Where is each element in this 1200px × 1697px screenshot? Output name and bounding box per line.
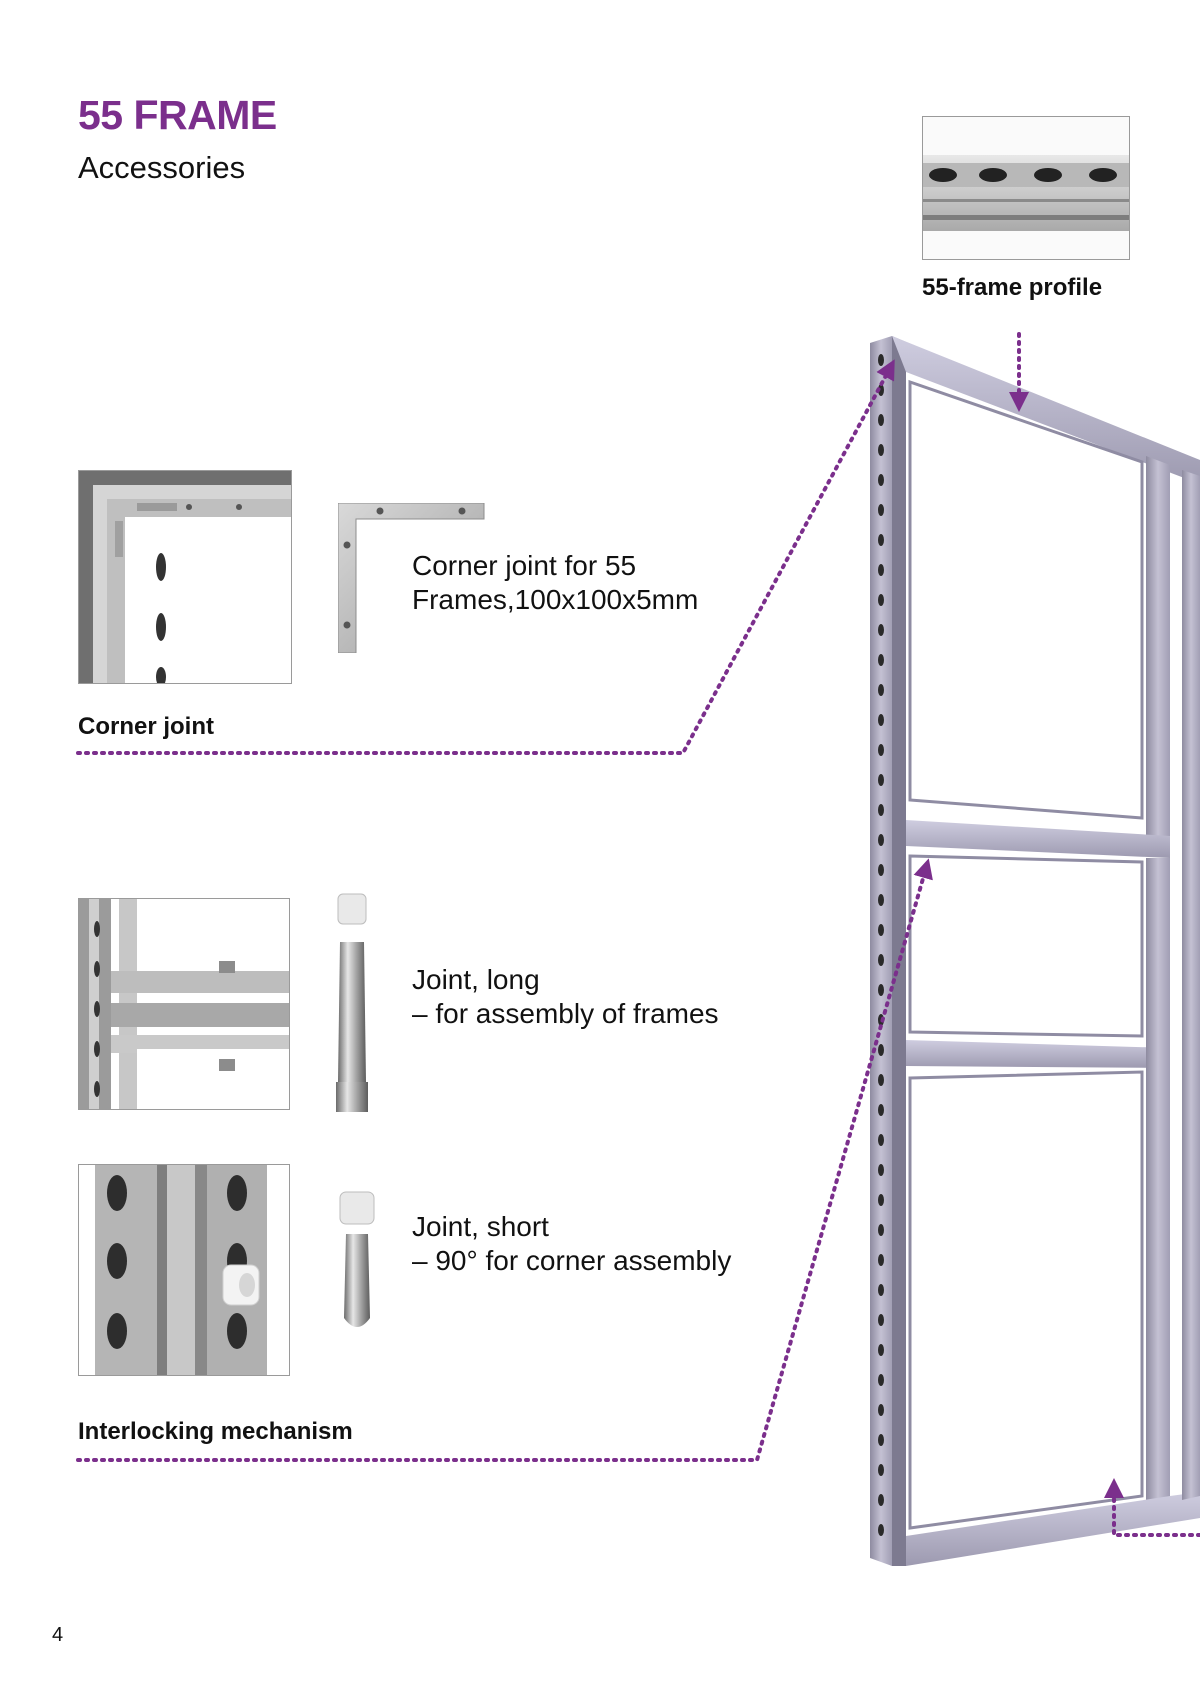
corner-joint-photo [78, 470, 292, 684]
frame-right-post-upper [1146, 456, 1170, 840]
frame-middle-rail-2 [906, 1040, 1170, 1068]
leader-interlocking [76, 858, 933, 1462]
long-joint-part [330, 892, 374, 1114]
short-joint-line1: Joint, short [412, 1211, 549, 1242]
long-joint-line1: Joint, long [412, 964, 540, 995]
short-joint-line2: – 90° for corner assembly [412, 1245, 732, 1276]
leader-corner-joint [76, 359, 895, 755]
frame-right-post-lower [1146, 858, 1170, 1526]
corner-joint-desc-line2: Frames,100x100x5mm [412, 584, 699, 615]
page-subtitle: Accessories [78, 150, 246, 185]
short-joint-description: Joint, short – 90° for corner assembly [412, 1210, 731, 1278]
short-joint-part [334, 1190, 380, 1338]
corner-joint-part [338, 503, 486, 653]
corner-joint-caption: Corner joint [78, 713, 214, 740]
frame-next-post [1182, 470, 1200, 1500]
page-number: 4 [52, 1624, 64, 1646]
long-joint-line2: – for assembly of frames [412, 998, 719, 1029]
long-joint-description: Joint, long – for assembly of frames [412, 963, 719, 1031]
page-title: 55 FRAME [78, 92, 277, 138]
post-holes [878, 354, 884, 1536]
corner-joint-desc-line1: Corner joint for 55 [412, 550, 637, 581]
long-joint-photo [78, 898, 290, 1110]
interlocking-caption: Interlocking mechanism [78, 1418, 353, 1445]
frame-panel-outlines [908, 379, 1144, 1530]
leader-bottom [1104, 1478, 1200, 1537]
profile-photo [922, 116, 1130, 260]
profile-caption: 55-frame profile [922, 274, 1103, 301]
interlocking-photo [78, 1164, 290, 1376]
corner-joint-description: Corner joint for 55 Frames,100x100x5mm [412, 549, 698, 617]
frame-bottom-rail [906, 1492, 1200, 1566]
frame-left-post [870, 336, 892, 1566]
frame-middle-rail-1 [906, 820, 1170, 858]
frame-top-rail [892, 336, 1200, 484]
frame-post-side [892, 336, 906, 1566]
